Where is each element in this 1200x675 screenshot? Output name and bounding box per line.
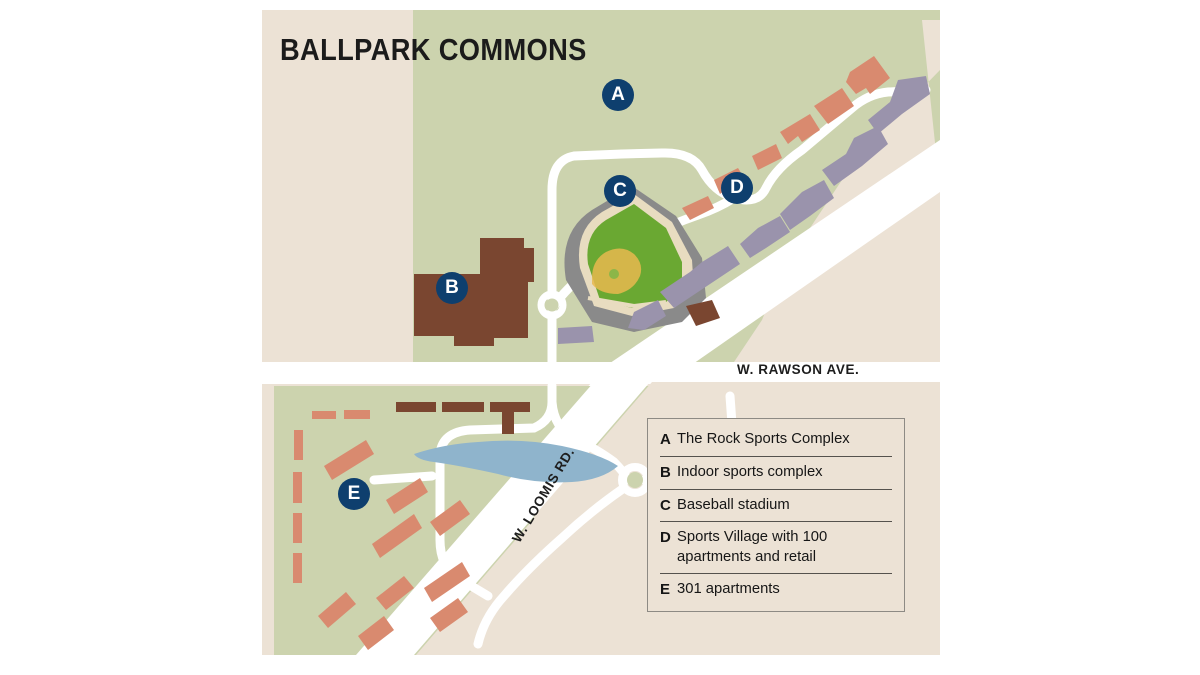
marker-c[interactable]: C xyxy=(604,175,636,207)
indoor-sports-complex-building xyxy=(414,238,534,346)
legend-key-b: B xyxy=(660,463,671,481)
legend-label-c: Baseball stadium xyxy=(677,496,790,513)
apartment-buildings xyxy=(293,410,470,650)
legend-label-e: 301 apartments xyxy=(677,581,780,598)
map-legend: A The Rock Sports Complex B Indoor sport… xyxy=(647,418,905,613)
legend-item-b: B Indoor sports complex xyxy=(660,455,892,489)
upper-green-core xyxy=(413,10,922,360)
marker-e[interactable]: E xyxy=(338,478,370,510)
pond xyxy=(414,440,618,483)
page-title: BALLPARK COMMONS xyxy=(280,32,587,67)
legend-item-e: E 301 apartments xyxy=(660,573,892,603)
legend-label-b: Indoor sports complex xyxy=(677,463,823,480)
sports-village-buildings xyxy=(628,56,930,330)
street-label-rawson-ave: W. RAWSON AVE. xyxy=(737,362,860,377)
legend-item-a: A The Rock Sports Complex xyxy=(660,427,892,456)
legend-label-a: The Rock Sports Complex xyxy=(677,431,850,447)
lower-brown-buildings xyxy=(396,402,530,434)
baseball-stadium xyxy=(564,186,706,332)
legend-label-d: Sports Village with 100 apartments and r… xyxy=(677,529,828,565)
legend-key-d: D xyxy=(660,529,671,547)
map-figure: BALLPARK COMMONS A B C D E W. RAWSON AVE… xyxy=(262,10,940,655)
marker-d[interactable]: D xyxy=(721,172,753,204)
marker-b[interactable]: B xyxy=(436,272,468,304)
building-near-stadium-east xyxy=(686,300,720,326)
legend-key-c: C xyxy=(660,496,671,514)
legend-key-a: A xyxy=(660,431,671,448)
roundabout-lower xyxy=(618,463,652,497)
roundabout-upper xyxy=(537,290,567,320)
legend-item-d: D Sports Village with 100 apartments and… xyxy=(660,521,892,573)
building-near-stadium-west xyxy=(558,326,594,344)
legend-key-e: E xyxy=(660,581,671,599)
legend-item-c: C Baseball stadium xyxy=(660,488,892,522)
marker-a[interactable]: A xyxy=(602,79,634,111)
